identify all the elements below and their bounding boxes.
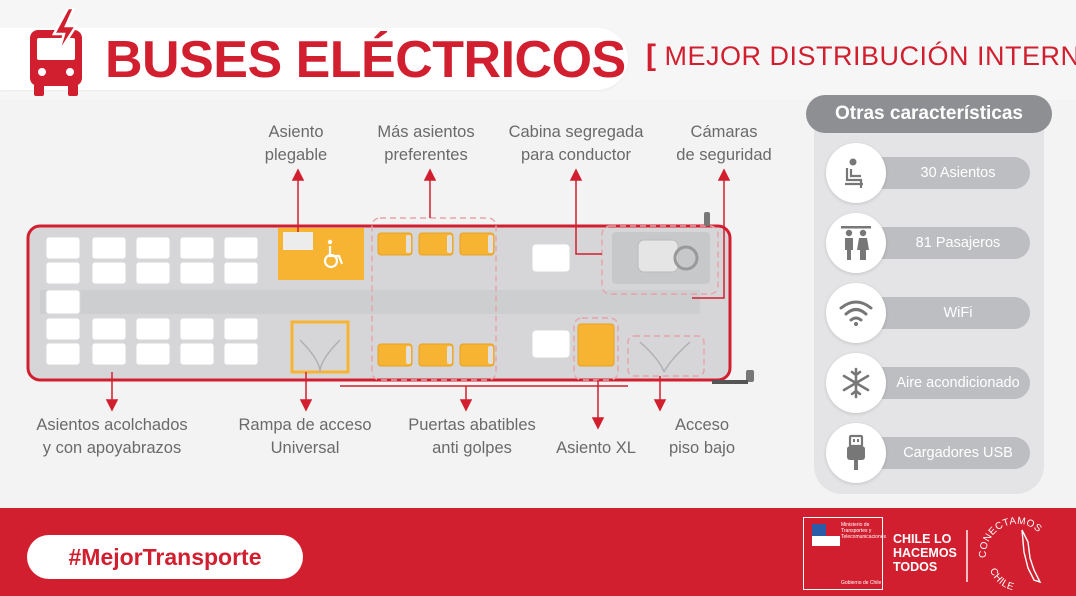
- driver-cabin: [601, 225, 719, 295]
- feature-ac-label: Aire acondicionado: [858, 367, 1030, 399]
- government-name: Gobierno de Chile: [841, 580, 882, 586]
- preferential-seats-group: [371, 217, 497, 381]
- flag-blue-stripe: [812, 524, 826, 536]
- xl-seat: [577, 323, 615, 367]
- steering-wheel-icon: [673, 245, 699, 271]
- ministry-logo: Ministerio de Transportes y Telecomunica…: [803, 517, 887, 590]
- feature-seats: [826, 143, 886, 203]
- snowflake-icon: [842, 367, 870, 399]
- low-floor-access: [627, 335, 705, 377]
- feature-wifi: [826, 283, 886, 343]
- camera-rear-icon: [746, 370, 754, 382]
- feature-ac: [826, 353, 886, 413]
- bus-floor-plan: [26, 168, 754, 430]
- feature-usb: [826, 423, 886, 483]
- wheelchair-icon: [323, 239, 344, 269]
- feature-usb-label: Cargadores USB: [858, 437, 1030, 469]
- wifi-icon: [839, 300, 873, 326]
- aisle: [40, 290, 700, 314]
- side-mirror: [712, 380, 748, 384]
- seat-icon: [845, 158, 863, 188]
- usb-icon: [847, 434, 865, 470]
- conectamos-chile-logo: CONECTAMOS CHILE: [978, 516, 1044, 594]
- title-pill: [0, 28, 628, 90]
- feature-passengers: [826, 213, 886, 273]
- svg-text:CHILE: CHILE: [987, 567, 1015, 594]
- footer-divider: [966, 530, 968, 582]
- label-xl-seat: Asiento XL: [556, 439, 636, 457]
- ministry-name: Ministerio de Transportes y Telecomunica…: [841, 522, 887, 540]
- flag-white-stripe: [812, 536, 840, 546]
- electric-bus-logo-icon: [30, 8, 82, 96]
- passengers-icon: [841, 226, 871, 260]
- feature-seats-label: 30 Asientos: [858, 157, 1030, 189]
- feature-wifi-label: WiFi: [858, 297, 1030, 329]
- feature-passengers-label: 81 Pasajeros: [858, 227, 1030, 259]
- hashtag-badge: #MejorTransporte: [27, 535, 303, 579]
- features-panel-title: Otras características: [806, 95, 1052, 133]
- camera-front-icon: [704, 212, 710, 226]
- page-title: BUSES ELÉCTRICOS: [105, 31, 626, 89]
- svg-text:CONECTAMOS: CONECTAMOS: [978, 516, 1044, 559]
- page-subtitle: [ MEJOR DISTRIBUCIÓN INTERNA ]: [646, 39, 1076, 72]
